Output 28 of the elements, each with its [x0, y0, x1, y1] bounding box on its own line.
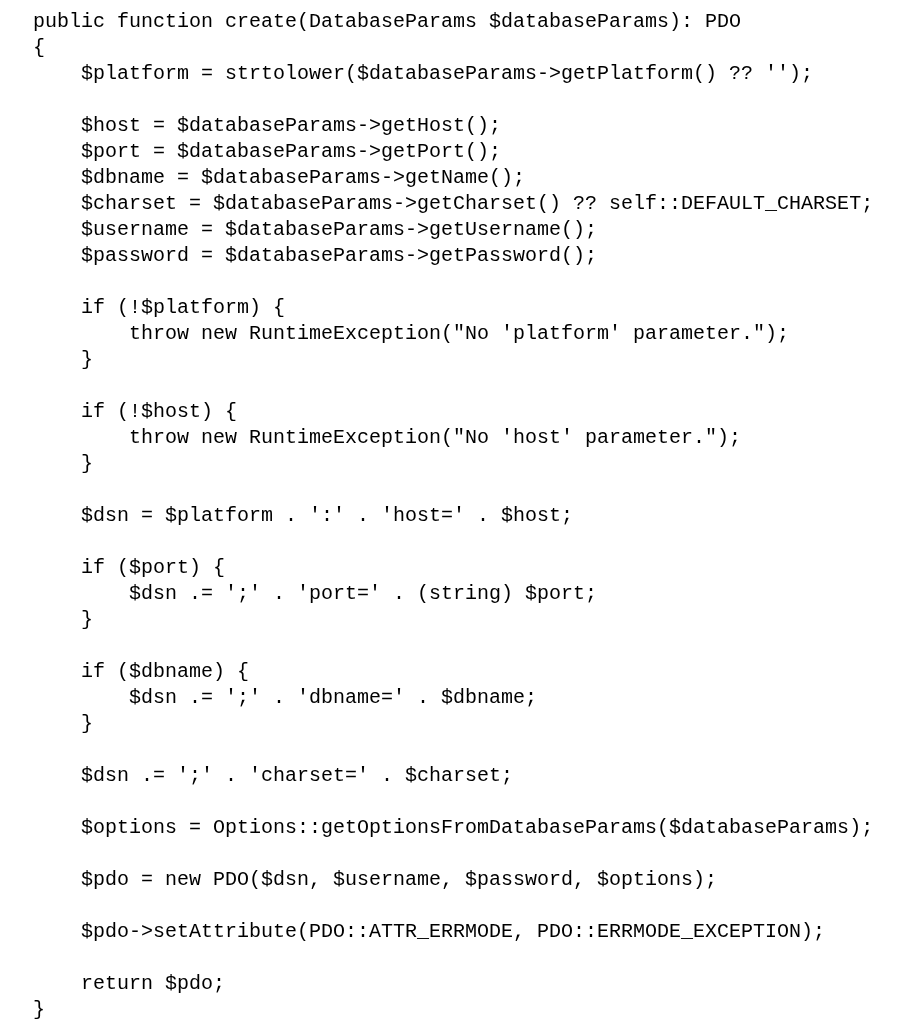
code-line: $charset = $databaseParams->getCharset() ?? self::DEFAULT_CHARSET;	[81, 192, 874, 216]
code-line: public function create(DatabaseParams $databaseParams): PDO	[33, 10, 742, 34]
code-line: $dsn .= ';' . 'charset=' . $charset;	[81, 764, 514, 788]
code-line: $pdo = new PDO($dsn, $username, $password, $options);	[81, 868, 718, 892]
code-line: if ($dbname) {	[81, 660, 250, 684]
code-line: $dbname = $databaseParams->getName();	[81, 166, 526, 190]
code-line: {	[33, 36, 45, 60]
code-line: $platform = strtolower($databaseParams->getPlatform() ?? '');	[81, 62, 814, 86]
code-line: $dsn .= ';' . 'dbname=' . $dbname;	[129, 686, 538, 710]
code-line: $pdo->setAttribute(PDO::ATTR_ERRMODE, PDO::ERRMODE_EXCEPTION);	[81, 920, 826, 944]
code-line: return $pdo;	[81, 972, 226, 996]
code-line: $host = $databaseParams->getHost();	[81, 114, 502, 138]
code-line: throw new RuntimeException("No 'platform' parameter.");	[129, 322, 790, 346]
code-line: $password = $databaseParams->getPassword();	[81, 244, 598, 268]
code-line: $dsn .= ';' . 'port=' . (string) $port;	[129, 582, 598, 606]
code-line: $username = $databaseParams->getUsername();	[81, 218, 598, 242]
code-line: $port = $databaseParams->getPort();	[81, 140, 502, 164]
code-line: }	[81, 348, 93, 372]
code-line: }	[81, 452, 93, 476]
code-line: }	[81, 608, 93, 632]
code-line: $options = Options::getOptionsFromDatabaseParams($databaseParams);	[81, 816, 874, 840]
code-line: if (!$platform) {	[81, 296, 286, 320]
code-line: if (!$host) {	[81, 400, 238, 424]
code-line: throw new RuntimeException("No 'host' parameter.");	[129, 426, 742, 450]
code-line: if ($port) {	[81, 556, 226, 580]
code-line: }	[81, 712, 93, 736]
code-line: $dsn = $platform . ':' . 'host=' . $host;	[81, 504, 574, 528]
code-line: }	[33, 998, 45, 1022]
